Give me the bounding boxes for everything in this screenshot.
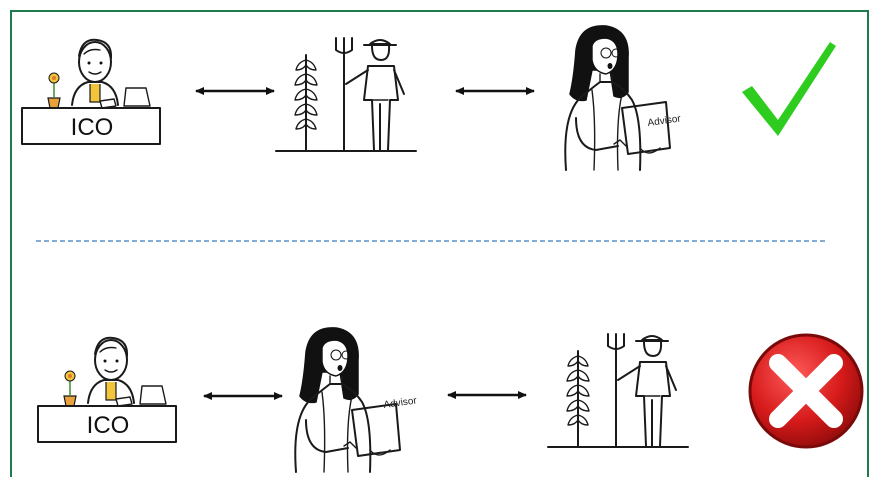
farmer-figure — [548, 334, 688, 447]
farmer-figure — [276, 38, 416, 151]
advisor-figure — [565, 26, 670, 170]
row-rejected: ICO Advisor — [38, 328, 862, 472]
advisor-label: Advisor — [383, 395, 418, 411]
ico-label: ICO — [71, 114, 114, 141]
check-icon — [742, 42, 836, 136]
cross-icon — [750, 335, 862, 447]
ico-label: ICO — [87, 412, 130, 439]
row-approved: ICO Advisor — [22, 26, 836, 170]
advisor-label: Advisor — [647, 113, 682, 129]
